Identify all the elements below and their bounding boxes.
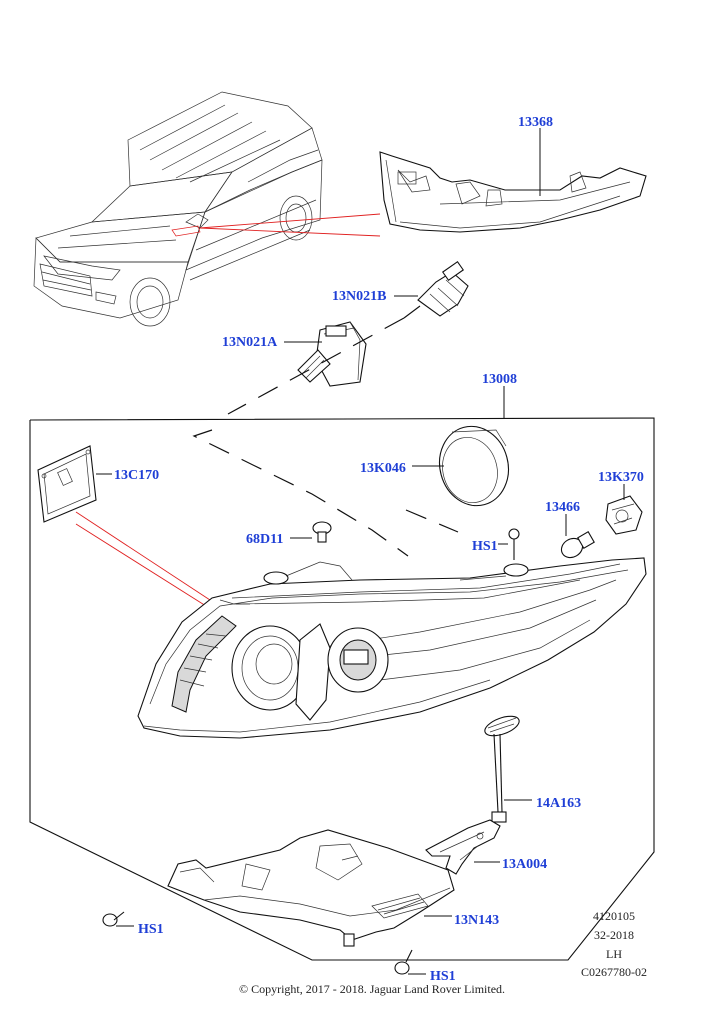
lower-housing-part[interactable] bbox=[167, 829, 455, 947]
callout-13N021B[interactable]: 13N021B bbox=[332, 289, 386, 304]
headlamp-bulb-part[interactable] bbox=[403, 260, 469, 319]
callout-13A004[interactable]: 13A004 bbox=[502, 857, 547, 872]
screw-part[interactable] bbox=[394, 949, 413, 975]
headlamp-assembly-part[interactable] bbox=[137, 557, 647, 739]
callout-68D11[interactable]: 68D11 bbox=[246, 532, 283, 547]
callout-13N143[interactable]: 13N143 bbox=[454, 913, 499, 928]
highlight-line bbox=[199, 227, 381, 237]
assembly-dashed-line bbox=[192, 429, 409, 557]
diagram-side: LH bbox=[606, 947, 622, 961]
blanking-plug-part[interactable] bbox=[312, 521, 332, 543]
diagram-date: 32-2018 bbox=[594, 928, 634, 942]
callout-hs1-bottom[interactable]: HS1 bbox=[430, 969, 456, 984]
control-module-part[interactable] bbox=[37, 445, 97, 523]
vehicle-illustration bbox=[33, 91, 323, 327]
copyright-notice: © Copyright, 2017 - 2018. Jaguar Land Ro… bbox=[239, 982, 505, 996]
callout-13008[interactable]: 13008 bbox=[482, 372, 517, 387]
callout-13K370[interactable]: 13K370 bbox=[598, 470, 644, 485]
diagram-code: 4120105 bbox=[593, 909, 635, 923]
headlamp-cover-part[interactable] bbox=[431, 419, 517, 514]
assembly-boundary-frame bbox=[29, 417, 655, 961]
bulb-igniter-part[interactable] bbox=[297, 321, 367, 387]
callout-13466[interactable]: 13466 bbox=[545, 500, 580, 515]
callout-13368[interactable]: 13368 bbox=[518, 115, 553, 130]
trim-strip-part[interactable] bbox=[379, 151, 647, 233]
highlight-line bbox=[199, 213, 381, 229]
side-bulb-part[interactable] bbox=[558, 531, 595, 561]
callout-13K046[interactable]: 13K046 bbox=[360, 461, 406, 476]
callout-14A163[interactable]: 14A163 bbox=[536, 796, 581, 811]
highlight-line bbox=[75, 511, 211, 601]
callout-13N021A[interactable]: 13N021A bbox=[222, 335, 278, 350]
screw-part[interactable] bbox=[102, 911, 125, 927]
highlight-line bbox=[75, 523, 207, 607]
bulb-holder-part[interactable] bbox=[605, 495, 643, 535]
screw-part[interactable] bbox=[508, 528, 520, 560]
callout-hs1-left[interactable]: HS1 bbox=[138, 922, 164, 937]
assembly-dashed-line bbox=[405, 509, 459, 533]
callout-13C170[interactable]: 13C170 bbox=[114, 468, 159, 483]
callout-hs1-top[interactable]: HS1 bbox=[472, 539, 498, 554]
diagram-reference: C0267780-02 bbox=[581, 965, 647, 979]
bracket-part[interactable] bbox=[425, 819, 501, 875]
adjuster-part[interactable] bbox=[482, 712, 521, 823]
